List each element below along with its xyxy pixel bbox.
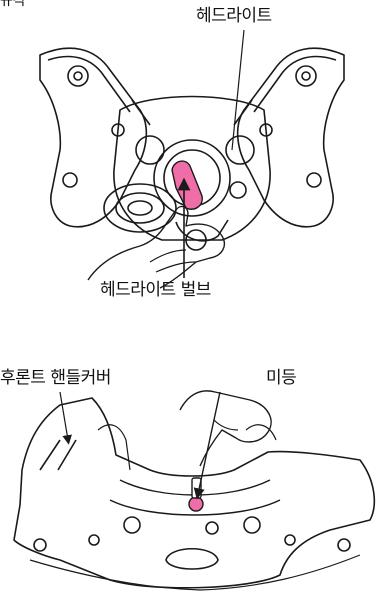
headlight-leader-line: [231, 29, 245, 151]
headlight-label: 헤드라이트: [196, 6, 272, 26]
cut-off-top-label: 규격: [0, 0, 25, 9]
headlight-bulb-label: 헤드라이트 벌브: [100, 280, 211, 300]
front-handle-cover-label: 후론트 핸들커버: [0, 368, 111, 388]
tail-light-label: 미등: [266, 368, 297, 388]
tail-light-leader-line: [193, 391, 221, 500]
tail-light-bulb-highlight: [188, 496, 204, 512]
front-cover-leader-line: [59, 391, 72, 445]
headlight-assembly-drawing: [39, 47, 345, 289]
front-handle-cover-drawing: [13, 390, 376, 591]
